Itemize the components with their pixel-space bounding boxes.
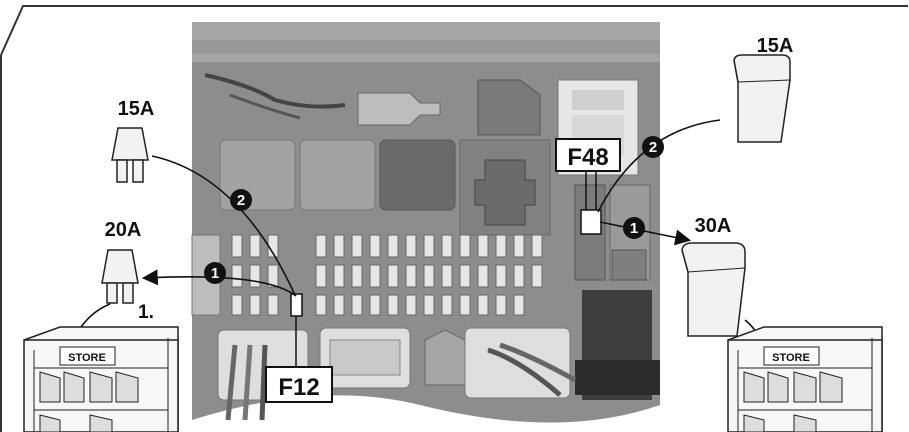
- store-rack-left: [24, 327, 178, 432]
- svg-text:1: 1: [630, 220, 638, 237]
- svg-text:1: 1: [211, 265, 219, 282]
- left-bottom-fuse-rating: 20A: [105, 219, 142, 241]
- f12-label: F12: [278, 374, 319, 401]
- fuse-15a-mini-icon: [112, 128, 148, 182]
- right-bottom-fuse-rating: 30A: [695, 215, 732, 237]
- fuse-30a-maxi-icon: [682, 243, 745, 336]
- marker-insert-left: 2: [230, 189, 252, 211]
- slot-f48-highlight: [581, 210, 601, 234]
- left-top-fuse-rating: 15A: [118, 98, 155, 120]
- fuse-15a-maxi-icon: [734, 55, 790, 142]
- right-top-fuse-rating: 15A: [757, 35, 794, 57]
- f48-label: F48: [567, 144, 608, 171]
- step-text: 1.: [138, 302, 154, 323]
- svg-text:2: 2: [649, 139, 657, 156]
- store-label-left: STORE: [68, 352, 106, 364]
- store-rack-right: [728, 327, 882, 432]
- slot-f12-highlight: [291, 294, 302, 316]
- marker-insert-right: 2: [642, 136, 664, 158]
- svg-text:2: 2: [237, 192, 245, 209]
- marker-remove-left: 1: [204, 262, 226, 284]
- fuse-20a-mini-icon: [102, 250, 138, 303]
- store-label-right: STORE: [772, 352, 810, 364]
- marker-remove-right: 1: [623, 217, 645, 239]
